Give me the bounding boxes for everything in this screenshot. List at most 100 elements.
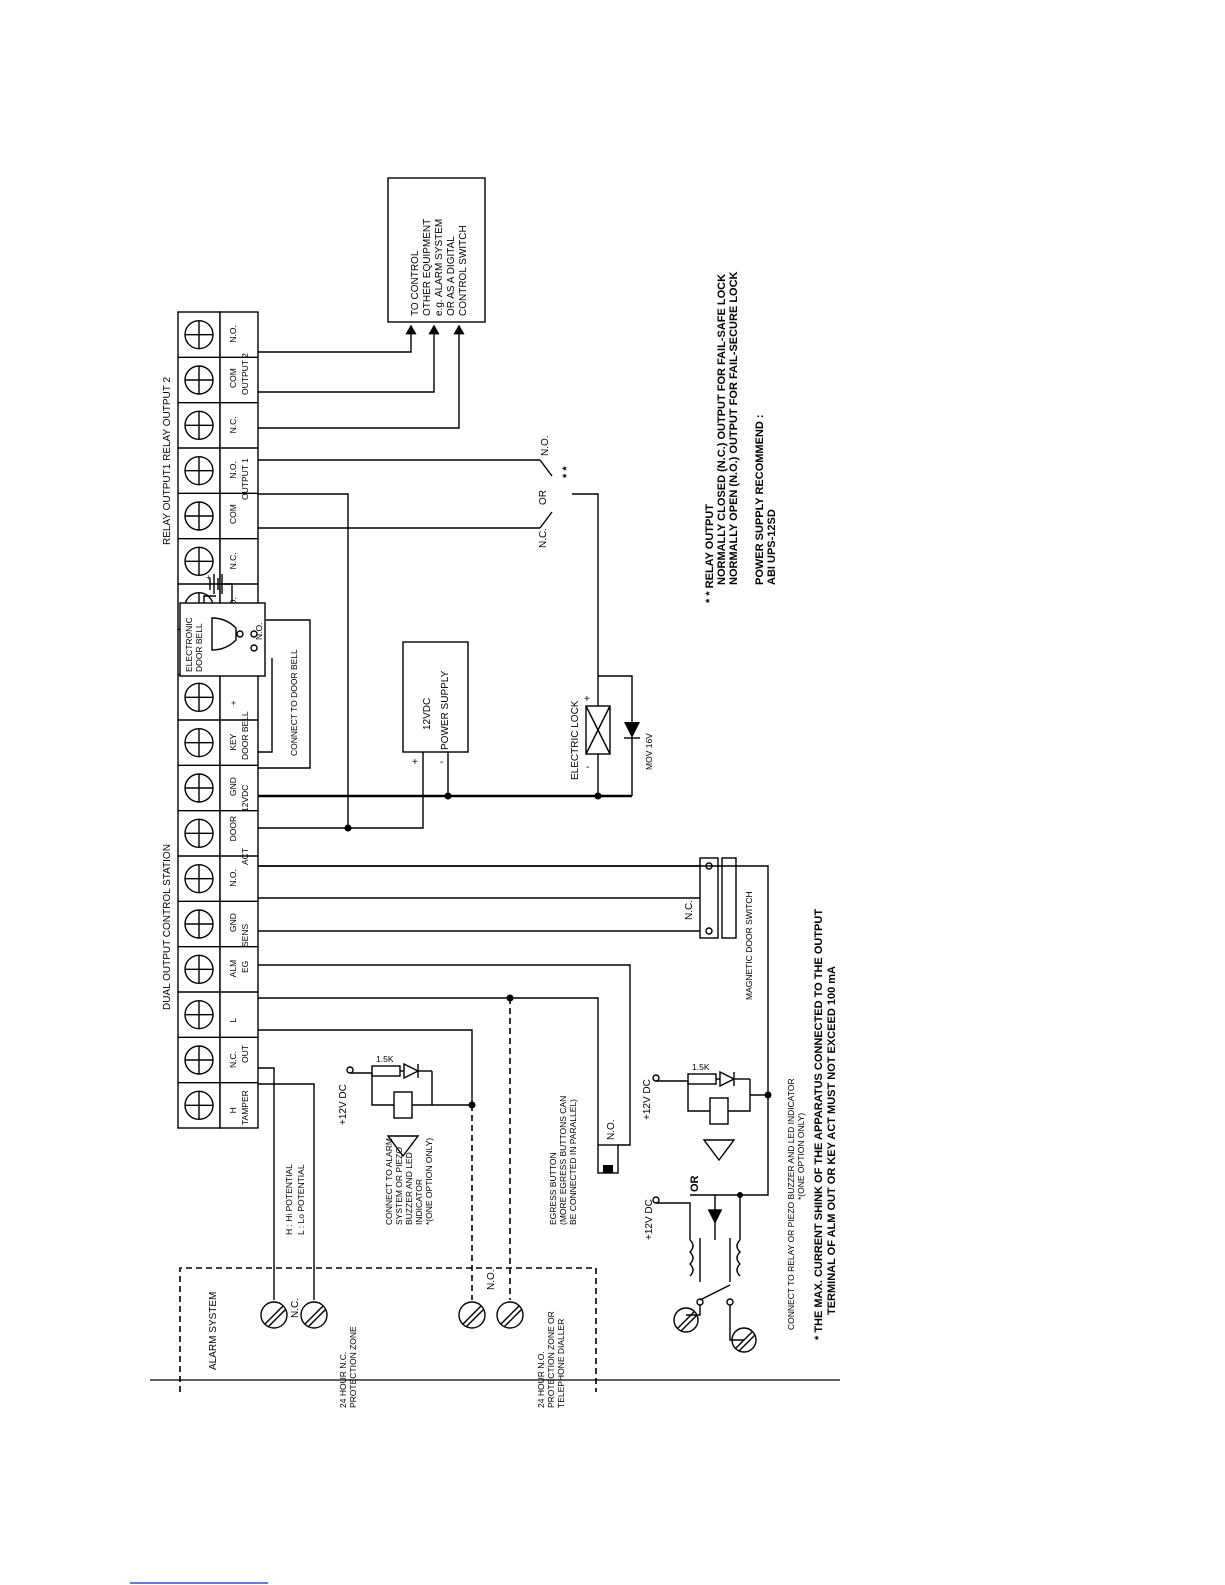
bell-title1: ELECTRONIC — [184, 617, 194, 672]
terminal-name: H — [228, 1107, 238, 1113]
egress-label-line: BE CONNECTED IN PARALLEL) — [568, 1099, 578, 1225]
key-label-line: *(ONE OPTION ONLY) — [796, 1113, 806, 1200]
relay-output2-label: OUTPUT 2 — [240, 353, 250, 395]
terminal-name: N.C. — [228, 552, 238, 569]
key-or-label: OR — [689, 1175, 701, 1192]
terminal-name: KEY — [228, 733, 238, 750]
bell-no-label: N.O. — [254, 623, 264, 640]
alarm-title: ALARM SYSTEM — [208, 1292, 219, 1370]
key-v12b-label: +12V DC — [644, 1199, 655, 1240]
control-box: TO CONTROL OTHER EQUIPMENT e.g. ALARM SY… — [387, 177, 486, 323]
alm-res-label: 1.5K — [376, 1054, 394, 1064]
egress-label-line: EGRESS BUTTON — [548, 1152, 558, 1225]
relay2-wires — [258, 324, 465, 429]
terminal-name: ALM — [228, 960, 238, 977]
terminal-name: N.O. — [228, 461, 238, 478]
lock-name: ELECTRIC LOCK — [570, 700, 581, 780]
key-indicator: +12V DC 1.5K OR +12V DC CONNECT TO — [258, 865, 806, 1341]
door-bell: ELECTRONIC DOOR BELL N.O. + — [179, 572, 266, 677]
relay-stars: * * — [561, 466, 573, 478]
led-icon — [719, 1070, 736, 1088]
key-v12a-label: +12V DC — [642, 1079, 653, 1120]
alm-indicator: +12V DC 1.5K CONNECT TO ALARM SYSTEM OR … — [258, 1029, 476, 1225]
bell-connect-label: CONNECT TO DOOR BELL — [289, 649, 299, 756]
bell-clapper-icon — [236, 630, 244, 638]
psu-note-line: POWER SUPPLY RECOMMEND : — [754, 414, 766, 585]
door-switch-nc: N.C. — [684, 900, 695, 920]
terminal-name: N.C. — [228, 1051, 238, 1068]
bell-icon — [211, 617, 237, 651]
v12dc-label: 12VDC — [240, 785, 250, 812]
mov-label: MOV 16V — [644, 733, 654, 770]
piezo-icon — [386, 1135, 420, 1158]
relay-nc-label: N.C. — [538, 528, 549, 548]
key-act-label: ACT — [240, 848, 250, 865]
control-box-line: e.g. ALARM SYSTEM — [434, 219, 445, 316]
alarm-hi-label: H : Hi POTENTIAL — [284, 1164, 294, 1235]
alarm-nc-label: N.C. — [290, 1298, 301, 1318]
terminal-name: L — [228, 1018, 238, 1023]
tamper-label: TAMPER — [240, 1090, 250, 1125]
egress-label-line: (MORE EGRESS BUTTONS CAN — [558, 1096, 568, 1225]
led-icon — [403, 1062, 420, 1080]
relay-no-label: N.O. — [540, 435, 551, 456]
control-box-line: OTHER EQUIPMENT — [422, 219, 433, 316]
egress-no: N.O. — [606, 1119, 617, 1140]
terminal-name: COM — [228, 368, 238, 388]
psu-plus: + — [412, 757, 418, 768]
piezo-icon — [702, 1139, 736, 1162]
alarm-lo-label: L : Lo POTENTIAL — [296, 1164, 306, 1235]
alarm-no-label: N.O. — [486, 1269, 497, 1290]
bell-battery-plus: + — [206, 572, 211, 582]
alm-v12-label: +12V DC — [338, 1084, 349, 1125]
terminal-name: N.O. — [228, 325, 238, 342]
terminal-name: COM — [228, 504, 238, 524]
psu-voltage: 12VDC — [422, 698, 433, 730]
door-sens-label: SENS — [240, 924, 250, 947]
alm-out-label: OUT — [240, 1045, 250, 1063]
relay-output1-label: OUTPUT 1 — [240, 458, 250, 500]
relay-note-line: NORMALLY OPEN (N.O.) OUTPUT FOR FAIL-SEC… — [728, 271, 740, 585]
alarm-zone2-line: PROTECTION ZONE OR — [546, 1311, 556, 1408]
alm-label-line: SYSTEM OR PIEZO — [394, 1147, 404, 1225]
relay-or-label: OR — [538, 490, 549, 505]
power-supply: 12VDC POWER SUPPLY + - — [402, 641, 469, 768]
terminal-name: DOOR — [228, 816, 238, 842]
bell-title2: DOOR BELL — [194, 623, 204, 672]
relay-switch: N.C. OR N.O. * * — [538, 435, 599, 676]
relay-coil-icon — [689, 1239, 694, 1277]
alarm-zone2-line: TELEPHONE DIALLER — [556, 1319, 566, 1408]
relay-note: * * RELAY OUTPUT NORMALLY CLOSED (N.C.) … — [704, 271, 778, 603]
max-note-line: TERMINAL OF ALM OUT OR KEY ACT MUST NOT … — [826, 966, 838, 1315]
door-switch-label: MAGNETIC DOOR SWITCH — [744, 891, 754, 1000]
lock-minus: - — [586, 762, 589, 773]
egress-push-icon — [603, 1165, 613, 1173]
terminal-name: + — [228, 700, 238, 705]
psu-minus: - — [440, 757, 443, 768]
control-box-line: TO CONTROL — [410, 250, 421, 316]
terminal-strip: HN.C.LALMGNDN.O.DOORGNDKEY+-N.O.N.C.COMN… — [177, 311, 259, 1129]
alm-label-line: CONNECT TO ALARM — [384, 1138, 394, 1225]
power-wires — [258, 459, 632, 832]
electric-lock: + - ELECTRIC LOCK MOV 16V — [570, 675, 654, 796]
terminal-name: GND — [228, 777, 238, 796]
alm-label-line: INDICATOR — [414, 1179, 424, 1225]
terminal-name: N.O. — [228, 869, 238, 886]
key-label-line: CONNECT TO RELAY OR PIEZO BUZZER AND LED… — [786, 1078, 796, 1330]
alarm-zone1-line: PROTECTION ZONE — [348, 1326, 358, 1408]
egress-button: N.O. EGRESS BUTTON (MORE EGRESS BUTTONS … — [258, 964, 631, 1225]
relay-option-terminals — [673, 1307, 757, 1353]
relay-note-line: * * RELAY OUTPUT — [704, 504, 716, 603]
psu-note-line: ABI UPS-12SD — [766, 509, 778, 585]
lock-plus: + — [584, 694, 590, 705]
max-note-line: * THE MAX. CURRENT SHINK OF THE APPARATU… — [813, 909, 825, 1340]
door-bell-label: DOOR BELL — [240, 711, 250, 760]
alm-label-line: BUZZER AND LED — [404, 1152, 414, 1225]
relay-note-line: NORMALLY CLOSED (N.C.) OUTPUT FOR FAIL-S… — [716, 274, 728, 585]
mov-icon — [624, 722, 640, 738]
control-box-line: CONTROL SWITCH — [458, 225, 469, 316]
station-title: DUAL OUTPUT CONTROL STATION — [162, 844, 173, 1010]
door-switch: N.C. MAGNETIC DOOR SWITCH — [258, 857, 754, 1000]
terminal-name: N.C. — [228, 416, 238, 433]
